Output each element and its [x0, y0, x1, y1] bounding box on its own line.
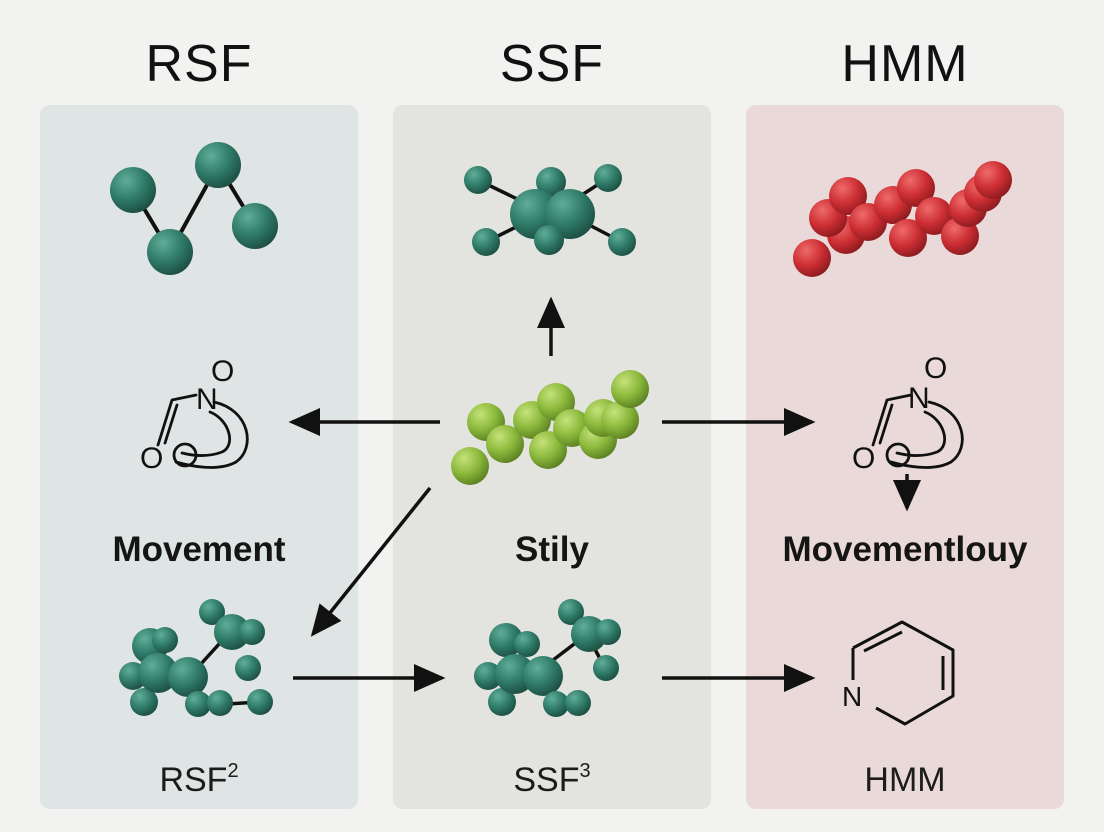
rsf-title: RSF	[145, 35, 253, 93]
rsf-bottom-sup: 2	[227, 760, 239, 782]
hmm-ring-structure	[871, 393, 964, 469]
ssf-bottom-text: SSF	[513, 761, 580, 799]
rsf-top-molecule	[110, 142, 278, 275]
hmm-oxygen-top: O	[924, 352, 947, 385]
rsf-oxygen-top: O	[211, 355, 234, 388]
hmm-bottom-text: HMM	[864, 761, 946, 799]
rsf-small-ring	[172, 442, 198, 468]
ssf-mid-label: Stily	[515, 530, 589, 569]
rsf-bottom-label: RSF2	[40, 760, 358, 800]
rsf-mid-label: Movement	[112, 530, 286, 569]
rsf-ring-structure	[156, 393, 249, 469]
hmm-bottom-label: HMM	[746, 760, 1064, 800]
ssf-bottom-sup: 3	[579, 760, 591, 782]
central-green-molecule	[451, 370, 649, 485]
hmm-top-molecule	[793, 161, 1012, 277]
ssf-top-molecule	[464, 164, 636, 256]
ssf-bottom-cluster	[474, 599, 621, 717]
rsf-bottom-text: RSF	[159, 761, 228, 799]
rsf-nitrogen: N	[196, 383, 218, 416]
hmm-nitrogen: N	[908, 382, 930, 415]
pyridine-nitrogen: N	[842, 681, 862, 712]
hmm-small-ring	[885, 442, 911, 468]
hmm-title: HMM	[841, 35, 969, 93]
hmm-pyridine-ring	[851, 620, 955, 726]
ssf-title: SSF	[499, 35, 605, 93]
hmm-mid-label: Movementlouy	[782, 530, 1028, 569]
arrow-center-down-left	[310, 486, 432, 637]
ssf-bottom-label: SSF3	[393, 760, 711, 800]
rsf-bottom-cluster	[119, 599, 273, 717]
hmm-oxygen-bottom: O	[852, 442, 875, 475]
rsf-oxygen-bottom: O	[140, 442, 163, 475]
